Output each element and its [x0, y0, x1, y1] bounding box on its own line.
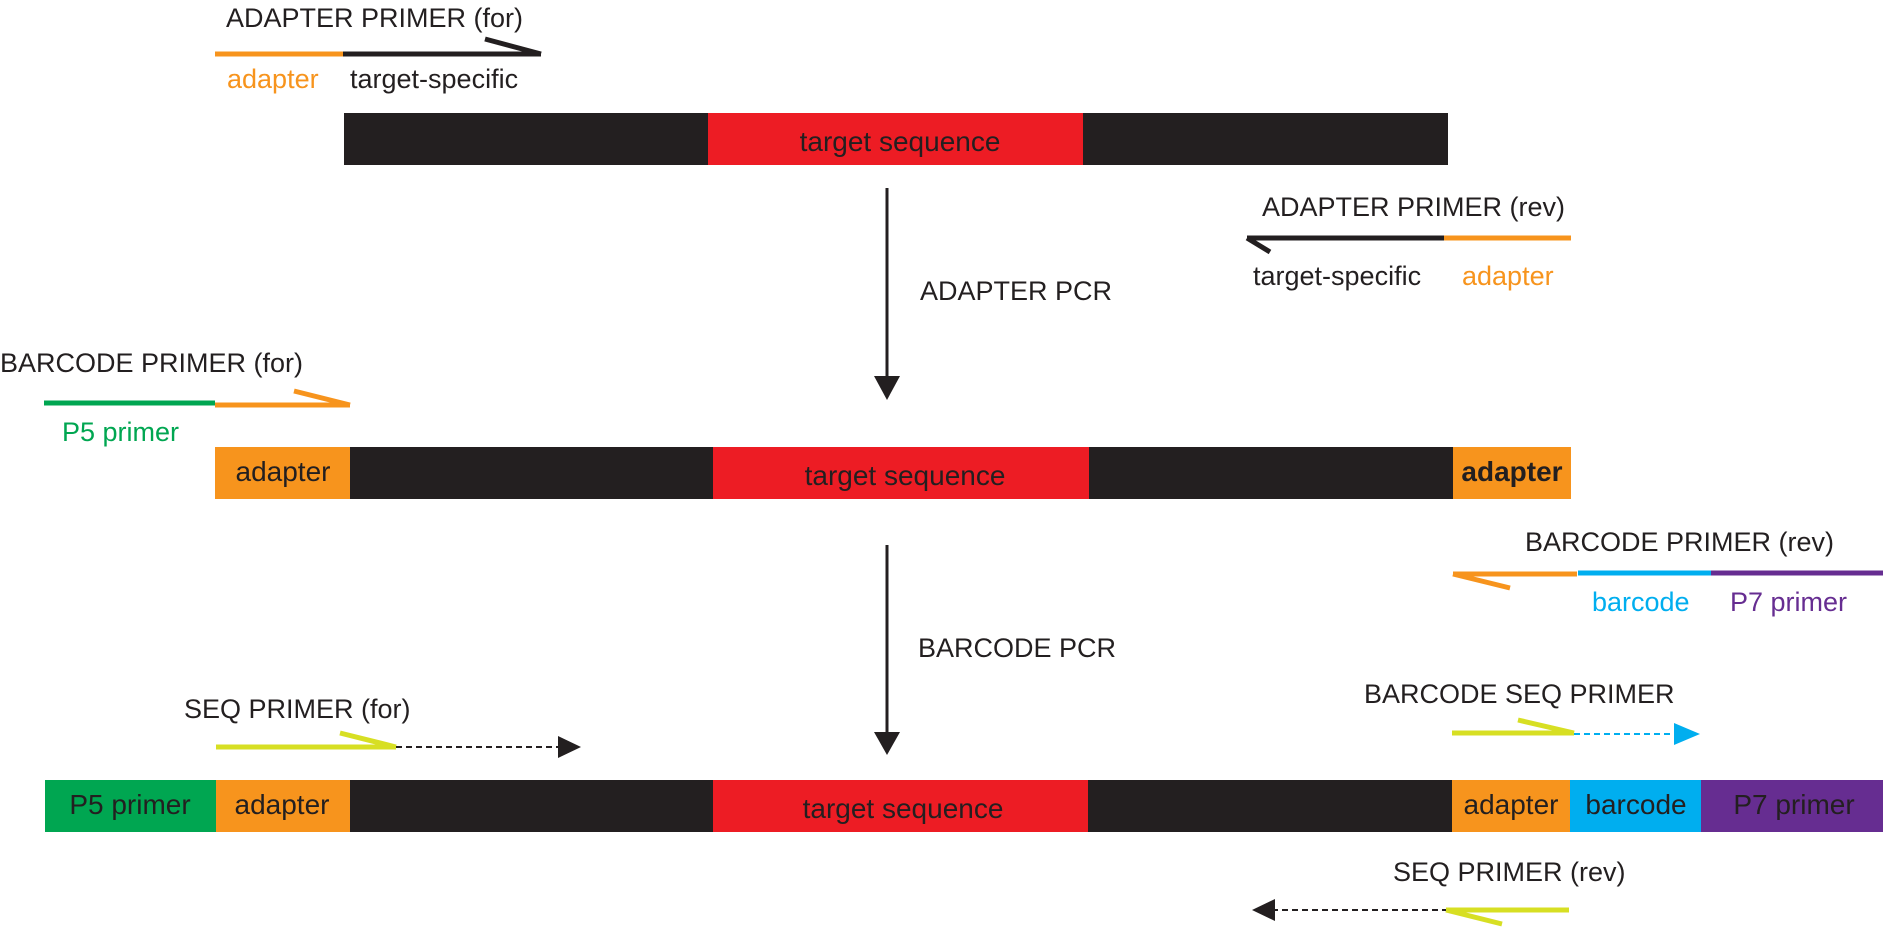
barcode-primer-for-p5-label: P5 primer — [62, 417, 179, 447]
seq-primer-for-title: SEQ PRIMER (for) — [184, 694, 411, 724]
construct-1-target — [708, 113, 1084, 165]
construct-1-target-label: target sequence — [800, 126, 1001, 157]
construct-2-adapter-left — [215, 447, 351, 499]
adapter-pcr-arrow-head — [874, 376, 900, 400]
adapter-primer-rev-arrowhead — [1245, 235, 1272, 255]
adapter-primer-rev-adapter-label: adapter — [1462, 261, 1554, 291]
adapter-primer-rev-title: ADAPTER PRIMER (rev) — [1262, 192, 1565, 222]
barcode-primer-rev-barcode-label: barcode — [1592, 587, 1690, 617]
barcode-seq-primer: BARCODE SEQ PRIMER — [1364, 679, 1700, 745]
construct-3-p7-label: P7 primer — [1733, 789, 1854, 820]
construct-3-target-label: target sequence — [803, 793, 1004, 824]
barcode-pcr-label: BARCODE PCR — [918, 633, 1116, 663]
construct-2-adapter-right — [1453, 447, 1571, 499]
construct-2: adapter target sequence adapter — [215, 447, 1571, 499]
barcode-primer-rev-arrowhead — [1452, 571, 1511, 591]
construct-2-target — [713, 447, 1090, 499]
construct-1: target sequence — [344, 113, 1448, 165]
barcode-primer-rev-title: BARCODE PRIMER (rev) — [1525, 527, 1834, 557]
construct-3-p7 — [1701, 780, 1883, 832]
barcode-seq-primer-arrowhead — [1517, 717, 1575, 736]
construct-3-adapter-right-label: adapter — [1464, 789, 1559, 820]
barcode-pcr-arrow-head — [874, 732, 900, 755]
seq-primer-for: SEQ PRIMER (for) — [184, 694, 581, 758]
seq-primer-rev-arrowhead — [1445, 907, 1503, 927]
construct-1-flank-left — [344, 113, 709, 165]
construct-3-flank-left — [350, 780, 714, 832]
construct-3-barcode-label: barcode — [1585, 789, 1686, 820]
adapter-primer-for-arrowhead — [484, 36, 542, 57]
construct-3-adapter-right — [1452, 780, 1571, 832]
construct-2-adapter-left-label: adapter — [236, 456, 331, 487]
seq-primer-for-read-arrowhead — [558, 736, 581, 758]
barcode-pcr-arrow: BARCODE PCR — [874, 545, 1116, 755]
construct-3-flank-right — [1088, 780, 1453, 832]
adapter-primer-for-target-label: target-specific — [350, 64, 518, 94]
adapter-pcr-arrow: ADAPTER PCR — [874, 188, 1112, 400]
barcode-primer-for: BARCODE PRIMER (for) P5 primer — [0, 348, 351, 447]
construct-3-adapter-left-label: adapter — [235, 789, 330, 820]
adapter-primer-for-adapter-label: adapter — [227, 64, 319, 94]
adapter-pcr-label: ADAPTER PCR — [920, 276, 1112, 306]
barcode-primer-for-title: BARCODE PRIMER (for) — [0, 348, 303, 378]
construct-2-target-label: target sequence — [805, 460, 1006, 491]
seq-primer-for-arrowhead — [339, 730, 397, 750]
construct-3-target — [713, 780, 1089, 832]
seq-primer-rev-title: SEQ PRIMER (rev) — [1393, 857, 1626, 887]
barcode-primer-rev: BARCODE PRIMER (rev) barcode P7 primer — [1452, 527, 1883, 617]
construct-1-flank-right — [1083, 113, 1448, 165]
adapter-primer-for-title: ADAPTER PRIMER (for) — [226, 3, 523, 33]
construct-2-flank-right — [1089, 447, 1454, 499]
barcode-seq-primer-title: BARCODE SEQ PRIMER — [1364, 679, 1675, 709]
construct-3-p5 — [45, 780, 217, 832]
seq-primer-rev: SEQ PRIMER (rev) — [1252, 857, 1626, 927]
construct-2-flank-left — [350, 447, 714, 499]
construct-3: P5 primer adapter target sequence adapte… — [45, 780, 1883, 832]
construct-3-barcode — [1570, 780, 1702, 832]
barcode-primer-for-arrowhead — [293, 388, 351, 408]
construct-3-p5-label: P5 primer — [69, 789, 190, 820]
seq-primer-rev-read-arrowhead — [1252, 899, 1275, 921]
adapter-primer-rev-target-label: target-specific — [1253, 261, 1421, 291]
adapter-primer-rev: ADAPTER PRIMER (rev) target-specific ada… — [1245, 192, 1571, 291]
adapter-primer-for: ADAPTER PRIMER (for) adapter target-spec… — [215, 3, 542, 94]
construct-2-adapter-right-label: adapter — [1461, 456, 1562, 487]
barcode-seq-primer-read-arrowhead — [1674, 723, 1700, 745]
construct-3-adapter-left — [216, 780, 351, 832]
barcode-primer-rev-p7-label: P7 primer — [1730, 587, 1847, 617]
